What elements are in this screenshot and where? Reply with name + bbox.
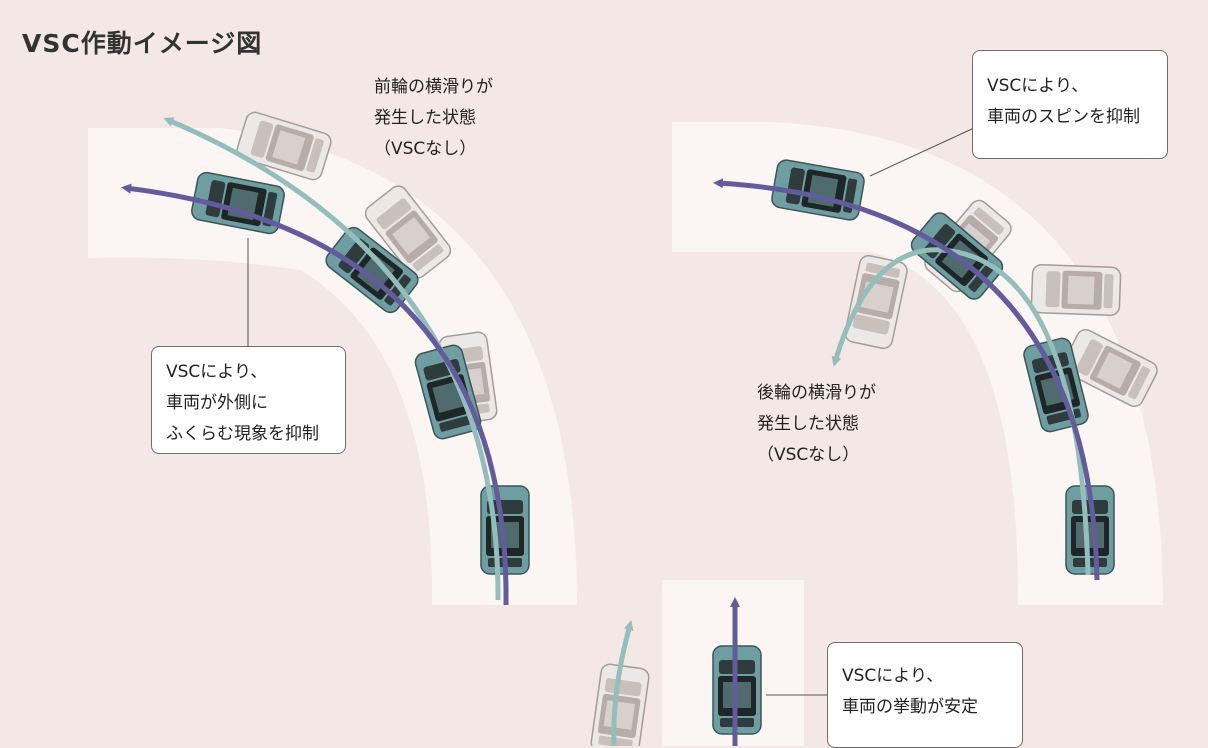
callout-line: 車両の挙動が安定 [842,697,978,717]
callout-spin: VSCにより、 車両のスピンを抑制 [972,50,1168,159]
road-left [88,128,577,605]
callout-line: VSCにより、 [987,76,1089,96]
arrow-no-vsc [163,117,501,601]
page-title: VSC作動イメージ図 [22,29,263,58]
callout-outward: VSCにより、 車両が外側に ふくらむ現象を抑制 [151,346,346,454]
arrow-with-vsc [121,183,509,606]
label-line: 前輪の横滑りが [374,77,493,97]
car-no-vsc [1030,263,1122,317]
road-right [672,122,1163,605]
callout-line: 車両が外側に [166,393,268,413]
label-line: 発生した状態 [374,108,476,128]
callout-line: VSCにより、 [842,666,944,686]
label-line: 発生した状態 [757,414,859,434]
label-rear-slip: 後輪の横滑りが 発生した状態 （VSCなし） [757,378,876,471]
callout-line: VSCにより、 [166,362,268,382]
label-line: （VSCなし） [374,139,477,159]
label-line: 後輪の横滑りが [757,383,876,403]
callout-line: 車両のスピンを抑制 [987,107,1140,127]
label-line: （VSCなし） [757,445,860,465]
car-no-vsc [842,253,910,351]
callout-line: ふくらむ現象を抑制 [166,424,319,444]
arrow-with-vsc [713,178,1100,581]
label-front-slip: 前輪の横滑りが 発生した状態 （VSCなし） [374,72,493,165]
callout-stable: VSCにより、 車両の挙動が安定 [827,642,1023,748]
arrow-no-vsc [611,620,634,746]
leader-line [869,127,975,177]
